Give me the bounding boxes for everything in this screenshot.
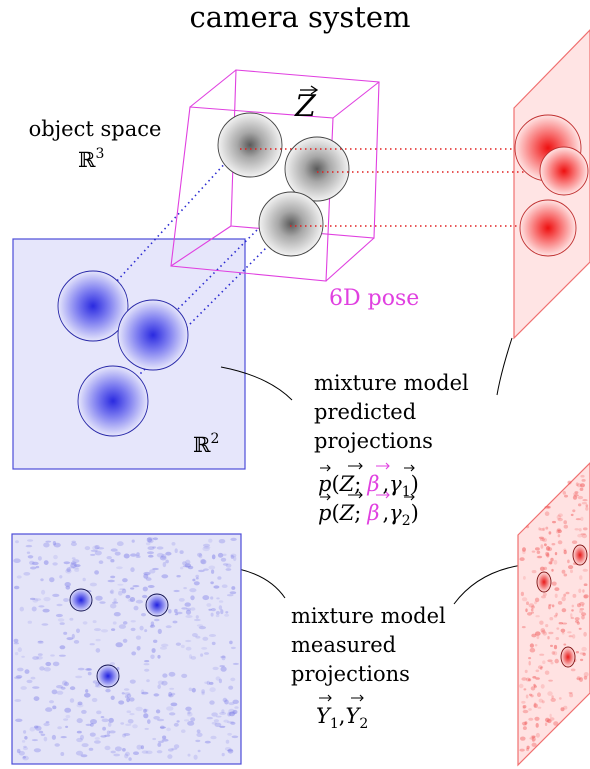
pose-label: 6D pose xyxy=(329,286,419,311)
predicted-formula-2: p(Z;β,γ2) xyxy=(318,491,419,529)
svg-text:p(Z;β,γ1): p(Z;β,γ1) xyxy=(318,472,419,500)
object-space-label: object space xyxy=(29,117,162,141)
red-noise-speckles xyxy=(518,474,589,752)
z-vector-label: Z xyxy=(294,85,319,124)
measured-blob-2 xyxy=(145,593,169,617)
predicted-caption: mixture model predicted projections xyxy=(314,371,475,453)
object-sphere-2 xyxy=(284,136,350,202)
predicted-formula-1: p(Z;β,γ1) xyxy=(318,462,419,500)
object-sphere-1 xyxy=(217,112,283,178)
measured-sensor-plane-3d xyxy=(517,462,590,767)
svg-text:Y1,Y2: Y1,Y2 xyxy=(316,704,368,732)
red-projection-lines xyxy=(240,148,568,227)
object-sphere-3 xyxy=(258,191,324,257)
measured-caption: mixture model measured projections xyxy=(291,604,452,686)
measured-blob-1 xyxy=(69,588,93,612)
red-projection-blob-2 xyxy=(539,146,589,196)
blue-projection-blob-1 xyxy=(57,270,129,342)
measured-red-blob-2 xyxy=(572,544,588,566)
blue-projection-blob-2 xyxy=(117,299,189,371)
blue-projection-lines xyxy=(92,146,318,402)
image-space-symbol: ℝ2 xyxy=(193,431,219,457)
object-space-symbol: ℝ3 xyxy=(78,146,104,172)
measured-red-blob-3 xyxy=(560,646,576,668)
svg-text:p(Z;β,γ2): p(Z;β,γ2) xyxy=(318,501,419,529)
measured-projection-plane xyxy=(11,533,242,765)
blue-noise-speckles xyxy=(13,537,239,761)
cube-frame xyxy=(170,69,380,282)
svg-text:Z: Z xyxy=(294,89,317,124)
measured-red-blob-1 xyxy=(536,571,552,593)
blue-projection-blob-3 xyxy=(77,365,149,437)
measured-blob-3 xyxy=(96,664,120,688)
diagram-title: camera system xyxy=(189,0,410,34)
red-projection-blob-3 xyxy=(519,199,577,257)
measured-formula: Y1,Y2 xyxy=(316,694,368,732)
